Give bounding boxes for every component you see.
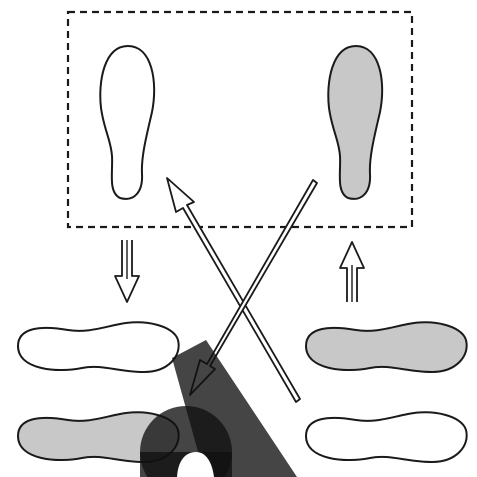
footprint-mid-right [306,322,467,372]
double-arrow-down-icon [115,240,139,302]
double-arrow-up-icon [340,242,364,302]
footprint-top-right [328,46,382,199]
footprint-bottom-right [306,412,467,462]
footprint-mid-left [18,322,179,372]
footprint-top-left [100,46,154,199]
